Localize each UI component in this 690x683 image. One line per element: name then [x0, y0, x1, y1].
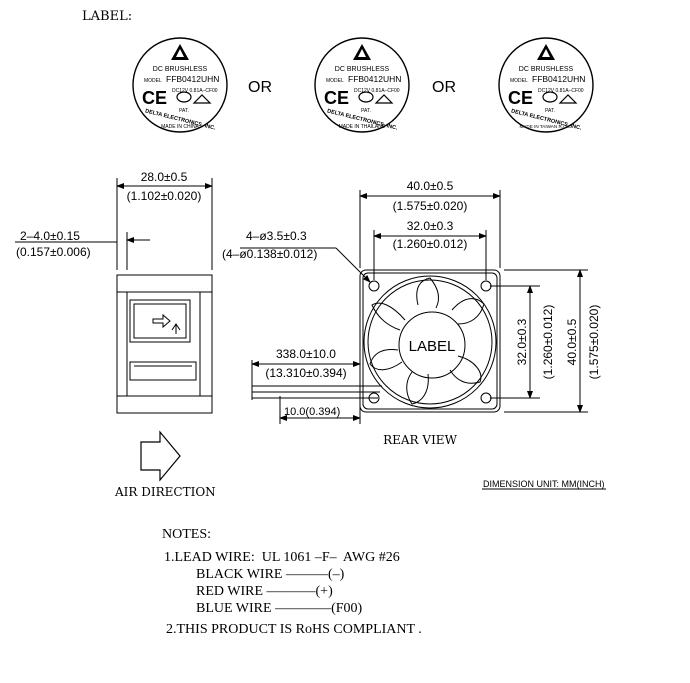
label-model-prefix: MODEL [510, 78, 528, 84]
side-view-body [116, 274, 213, 414]
label-model-prefix: MODEL [326, 78, 344, 84]
notes-title: NOTES: [162, 527, 211, 542]
label-origin: MADE IN THAILAND [339, 124, 386, 130]
label-pat: PAT. [545, 108, 555, 114]
note-rohs: 2.THIS PRODUCT IS RoHS COMPLIANT . [166, 622, 422, 637]
ce-mark-icon: CE [142, 88, 167, 108]
fan-frame [359, 269, 501, 413]
mounting-hole [480, 280, 492, 292]
label-ratings: DC12V 0.81A–CF00 [172, 88, 218, 94]
tuv-mark-icon [374, 94, 394, 104]
product-label-china: DC BRUSHLESS MODEL FFB0412UHN DC12V 0.81… [132, 37, 228, 133]
or-separator: OR [432, 79, 456, 96]
air-direction-arrow-icon [140, 430, 181, 482]
label-origin: MADE IN CHINA [161, 124, 199, 130]
label-line1: DC BRUSHLESS [153, 66, 208, 73]
label-model-prefix: MODEL [144, 78, 162, 84]
height-value: 40.0±0.5 [565, 318, 579, 365]
hole-pitch-value: 32.0±0.3 [407, 219, 454, 233]
note-red-wire: RED WIRE –––––––(+) [196, 584, 333, 599]
holes-value-inch: (4–ø0.138±0.012) [222, 247, 317, 261]
width-value: 40.0±0.5 [407, 179, 454, 193]
notes-block: NOTES: 1.LEAD WIRE: UL 1061 –F– AWG #26 … [162, 526, 422, 638]
rear-view-title: REAR VIEW [383, 433, 457, 447]
ul-mark-icon [358, 91, 374, 103]
note-black-wire: BLACK WIRE ––––––(–) [196, 567, 345, 582]
ce-mark-icon: CE [324, 88, 349, 108]
depth-value-inch: (1.102±0.020) [127, 189, 202, 203]
hole-callout-leader [335, 247, 371, 283]
product-label-thailand: DC BRUSHLESS MODEL FFB0412UHN DC12V 0.81… [314, 37, 410, 133]
height-pitch-value-inch: (1.260±0.012) [541, 305, 555, 380]
rib-value: 2–4.0±0.15 [20, 229, 80, 243]
airflow-marker-icon [152, 313, 171, 329]
label-pat: PAT. [361, 108, 371, 114]
label-model: FFB0412UHN [166, 74, 219, 84]
label-model: FFB0412UHN [348, 74, 401, 84]
ce-mark-icon: CE [508, 88, 533, 108]
label-origin: MADE IN TAIWAN R.O.C. [519, 124, 572, 129]
rotation-marker-icon [171, 323, 181, 334]
depth-value: 28.0±0.5 [141, 170, 188, 184]
side-view [15, 178, 213, 482]
holes-value: 4–ø3.5±0.3 [246, 229, 307, 243]
label-ratings: DC12V 0.81A–CF00 [354, 88, 400, 94]
or-separator: OR [248, 79, 272, 96]
height-value-inch: (1.575±0.020) [587, 305, 601, 380]
mounting-hole [480, 392, 492, 404]
ul-mark-icon [542, 91, 558, 103]
tuv-mark-icon [558, 94, 578, 104]
rib-value-inch: (0.157±0.006) [16, 245, 91, 259]
tuv-mark-icon [192, 94, 212, 104]
label-ratings: DC12V 0.81A–CF00 [538, 88, 584, 94]
lead-length-value: 338.0±10.0 [276, 347, 336, 361]
rear-view [240, 190, 606, 490]
height-pitch-value: 32.0±0.3 [515, 318, 529, 365]
fan-hub [398, 311, 466, 379]
product-label-taiwan: DC BRUSHLESS MODEL FFB0412UHN DC12V 0.81… [498, 37, 594, 133]
strip-value: 10.0(0.394) [284, 406, 340, 418]
width-value-inch: (1.575±0.020) [393, 199, 468, 213]
mounting-hole [368, 280, 380, 292]
dimension-unit-note: DIMENSION UNIT: MM(INCH) [483, 479, 605, 489]
label-line1: DC BRUSHLESS [519, 66, 574, 73]
note-blue-wire: BLUE WIRE ––––––––(F00) [196, 601, 363, 616]
label-section-title: LABEL: [82, 9, 132, 24]
lead-length-value-inch: (13.310±0.394) [265, 366, 346, 380]
label-pat: PAT. [179, 108, 189, 114]
note-lead-wire: 1.LEAD WIRE: UL 1061 –F– AWG #26 [164, 550, 400, 565]
label-line1: DC BRUSHLESS [335, 66, 390, 73]
ul-mark-icon [176, 91, 192, 103]
hub-label-text: LABEL [409, 338, 456, 355]
air-direction-label: AIR DIRECTION [114, 485, 216, 499]
label-model: FFB0412UHN [532, 74, 585, 84]
hole-pitch-value-inch: (1.260±0.012) [393, 237, 468, 251]
